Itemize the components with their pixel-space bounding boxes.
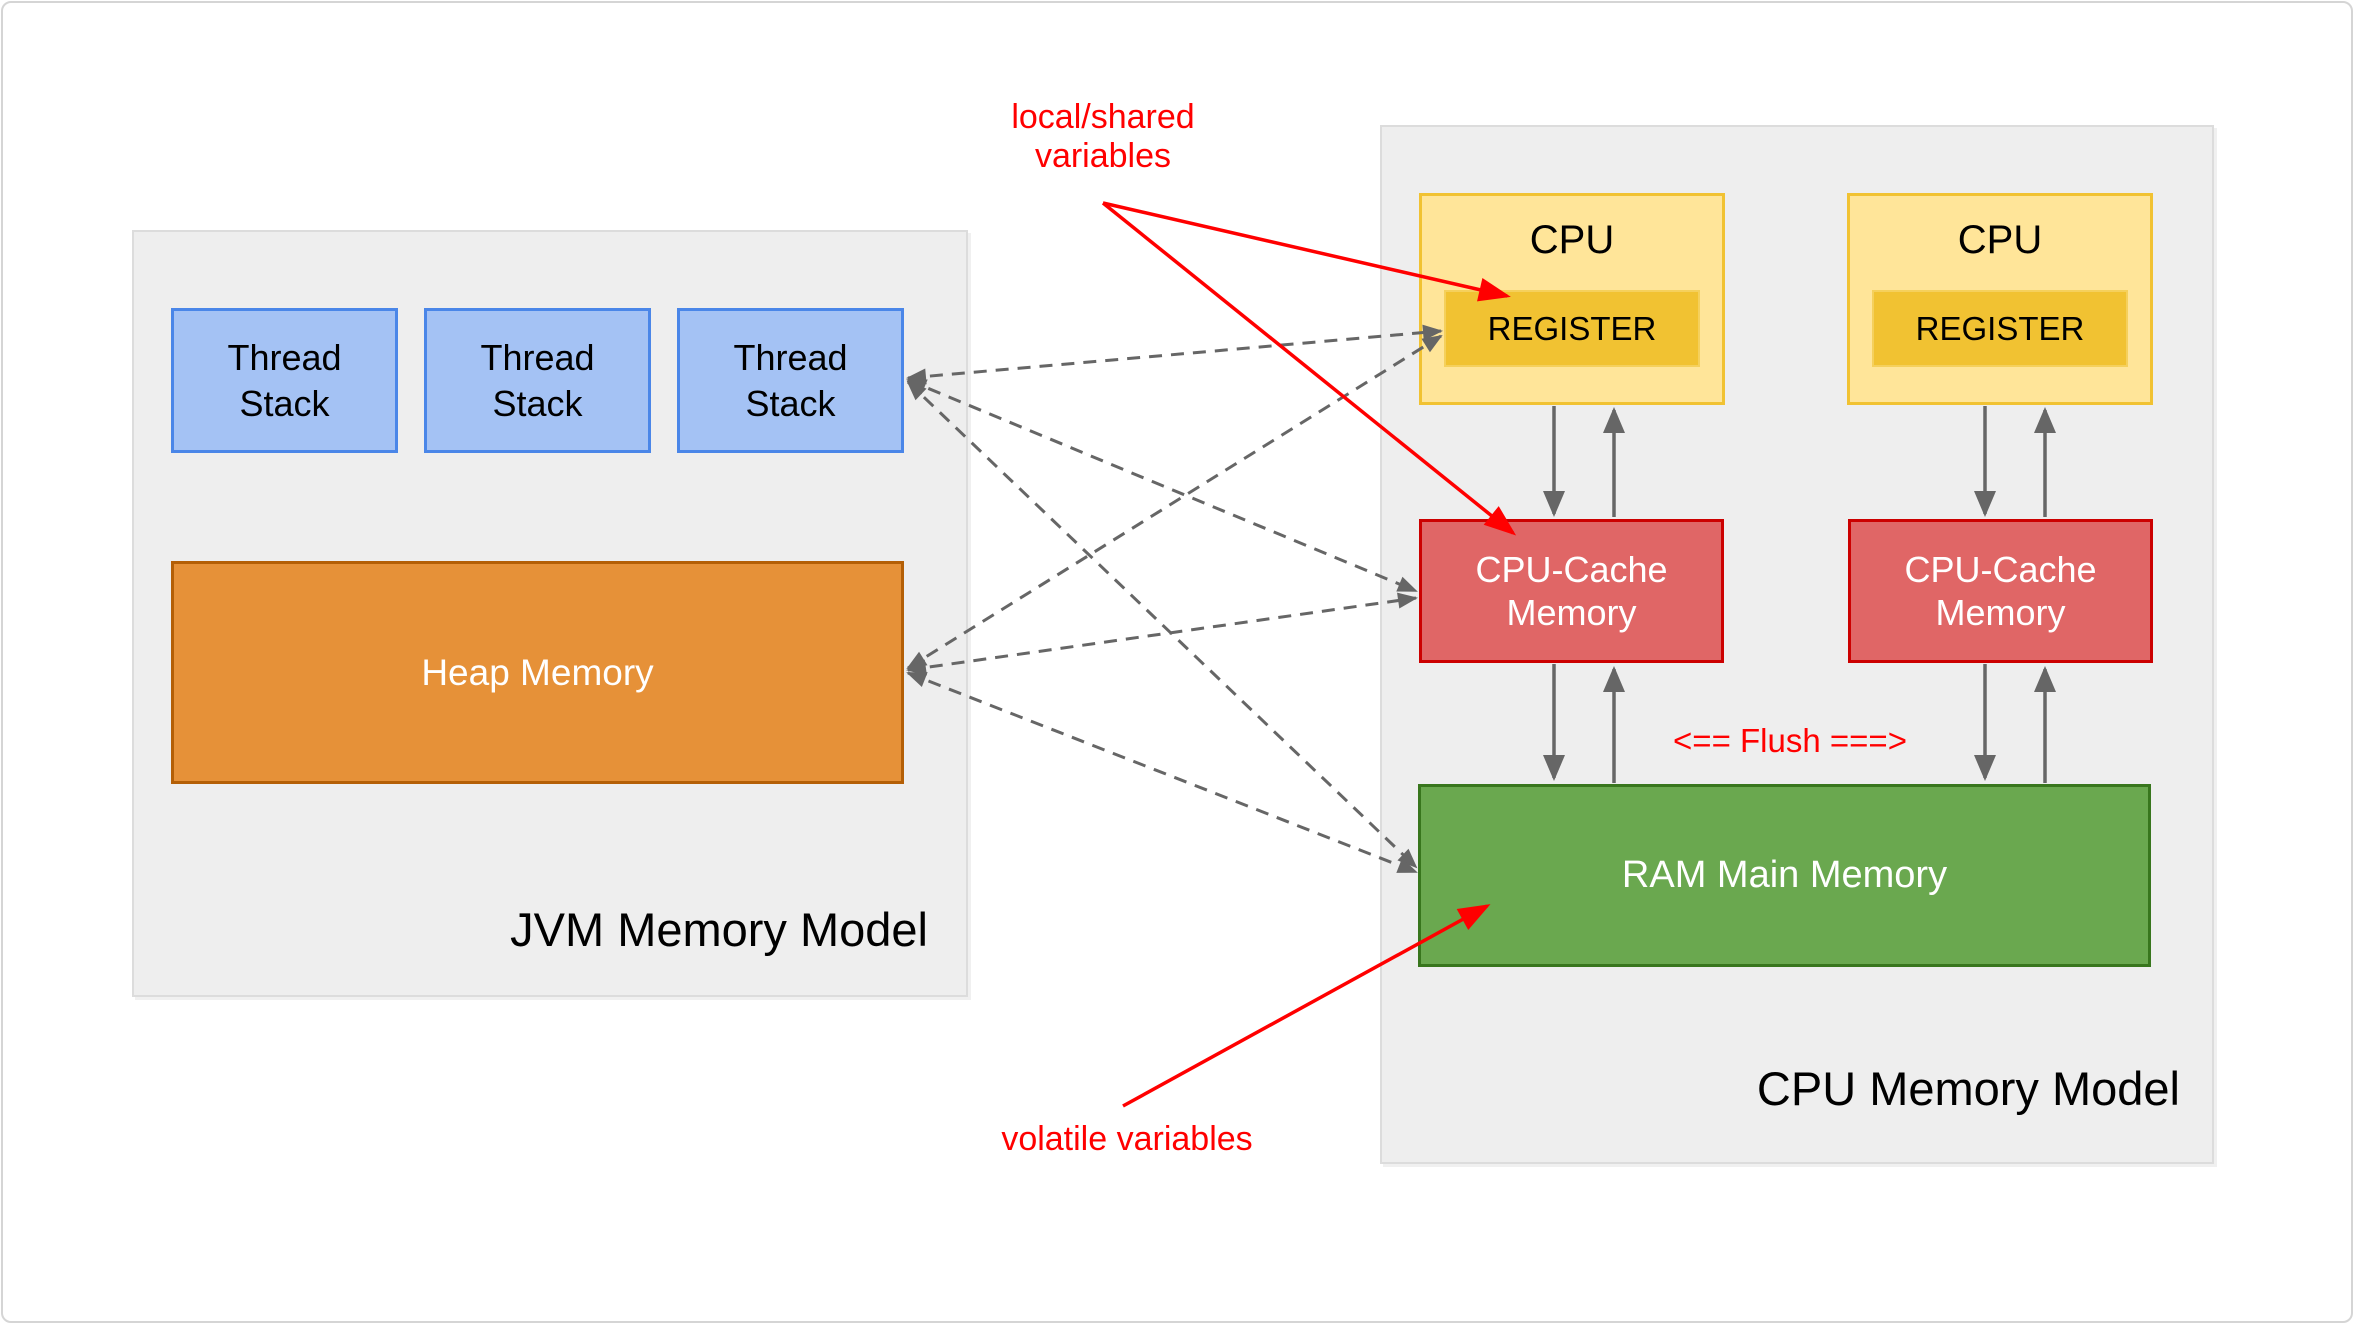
cpu-panel-title: CPU Memory Model <box>1756 1062 2180 1115</box>
register-box-2: REGISTER <box>1872 290 2128 367</box>
thread-stack-box-3: Thread Stack <box>677 308 904 453</box>
cpu-cache-box-1: CPU-Cache Memory <box>1419 519 1724 663</box>
local-shared-variables-label: local/shared variables <box>1011 98 1195 176</box>
thread-stack-box-1: Thread Stack <box>171 308 398 453</box>
register-box-1: REGISTER <box>1444 290 1700 367</box>
thread-stack-box-2: Thread Stack <box>424 308 651 453</box>
jvm-panel-title: JVM Memory Model <box>510 903 928 956</box>
heap-memory-box: Heap Memory <box>171 561 904 784</box>
ram-main-memory-box: RAM Main Memory <box>1418 784 2151 967</box>
cpu-cache-box-2: CPU-Cache Memory <box>1848 519 2153 663</box>
volatile-variables-label: volatile variables <box>1001 1120 1253 1158</box>
flush-label: <== Flush ===> <box>1673 722 1907 759</box>
